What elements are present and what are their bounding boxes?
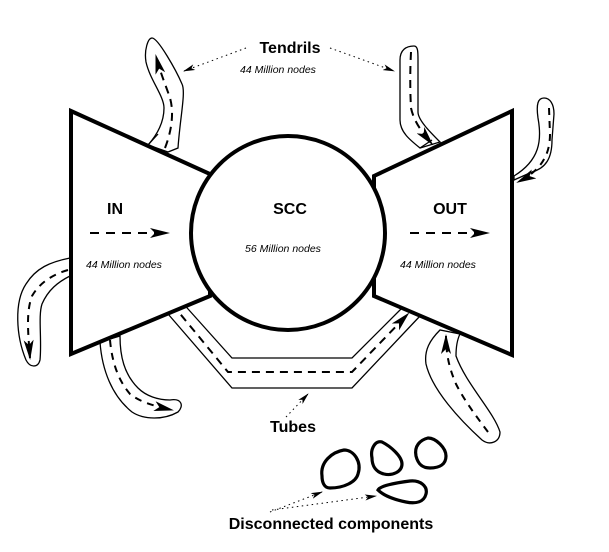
disconnected-components (320, 436, 448, 505)
tube (160, 299, 421, 389)
tendril-top-left (144, 37, 184, 153)
tubes-label: Tubes (270, 419, 316, 436)
tendril-roots (147, 133, 433, 149)
out-label: OUT (433, 201, 467, 218)
tendril-right (513, 97, 555, 183)
scc-label: SCC (273, 201, 307, 218)
tendril-bottom-right (424, 329, 501, 444)
disconnected-label: Disconnected components (229, 516, 434, 533)
tubes-pointer (285, 393, 309, 418)
disconnected-component-2 (370, 440, 404, 477)
tendrils-label: Tendrils (259, 40, 320, 57)
tendril-left (17, 257, 71, 367)
tendril-top-right (399, 45, 442, 149)
scc-circle (189, 134, 387, 332)
in-count: 44 Million nodes (86, 259, 163, 271)
disconnected-component-1 (320, 448, 361, 490)
disconnected-component-4 (376, 479, 428, 505)
in-label: IN (107, 201, 123, 218)
disconnected-pointer-2 (271, 494, 377, 511)
disconnected-component-3 (414, 436, 448, 470)
disconnected-pointer-1 (269, 491, 323, 513)
out-count: 44 Million nodes (400, 259, 477, 271)
scc-count: 56 Million nodes (245, 243, 322, 255)
tendrils-pointer-right (329, 47, 395, 72)
tendril-bottom-left (99, 335, 182, 419)
tendrils-pointer-left (183, 47, 247, 72)
tendrils-count: 44 Million nodes (240, 64, 317, 76)
